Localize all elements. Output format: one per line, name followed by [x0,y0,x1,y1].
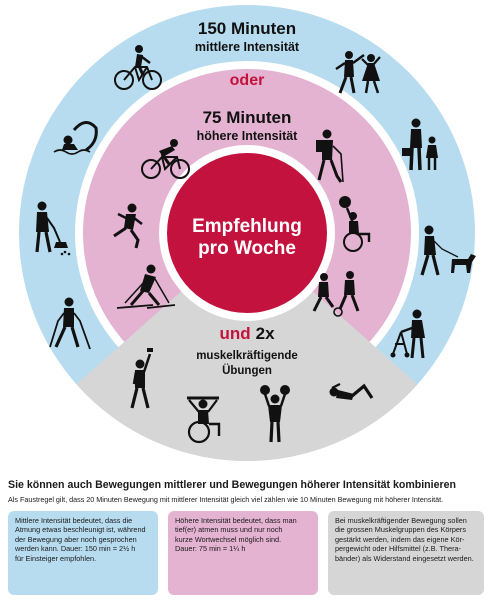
strength-line-2: Übungen [222,364,272,377]
combination-headline: Sie können auch Bewegungen mittlerer und… [8,479,456,491]
dancing-couple-icon [335,51,381,94]
nordic-walker-icon [49,297,91,350]
strength-line: Bei muskelkräftigender Bewegung sollen [335,516,467,525]
dumbbell-lifter-icon [130,348,153,409]
cross-country-skier-icon [116,264,176,309]
moderate-line: Mittlere Intensität bedeutet, dass die [15,516,133,525]
moderate-line: der Bewegung aber noch gesprochen [15,534,137,544]
sweeping-person-icon [35,201,71,256]
vigorous-line: kurze Wortwechsel möglich sind. [175,534,282,544]
center-line-2: pro Woche [198,238,296,259]
vigorous-intensity-box: Höhere Intensität bedeutet, dass man tie… [168,511,318,595]
sit-up-icon [329,383,374,400]
strength-line: gestärkt werden, indem das eigene Kör- [335,534,465,544]
moderate-line: Atmung etwas beschleunigt ist, während [15,525,146,535]
center-line-1: Empfehlung [192,216,302,237]
weightlifter-icon [260,385,290,443]
strength-sector [19,233,475,461]
rule-of-thumb: Als Faustregel gilt, dass 20 Minuten Bew… [8,495,444,504]
middle-subtitle: höhere Intensität [197,129,299,143]
swimmer-icon [53,121,98,155]
moderate-line: werden kann. Dauer: 150 min = 2½ h [15,544,136,554]
resistance-band-wheelchair-icon [187,396,221,444]
moderate-intensity-box: Mittlere Intensität bedeutet, dass die A… [8,511,158,595]
walking-family-icon [402,118,438,171]
cyclist-icon [114,45,162,90]
strength-line: bänder) als Widerstand eingesetzt werden… [335,553,474,563]
soccer-players-icon [312,271,360,317]
dog-walker-icon [420,225,476,276]
vigorous-line: Dauer: 75 min = 1¼ h [175,544,246,554]
center-circle [167,153,327,313]
walker-with-rollator-icon [390,309,425,359]
vigorous-line: Höhere Intensität bedeutet, dass man [175,516,297,525]
strength-line-1: muskelkräftigende [196,350,298,362]
wheelchair-basketball-icon [339,196,371,252]
strength-line: pergewicht oder Hilfsmittel (z.B. Thera- [335,544,461,554]
outer-title: 150 Minuten [198,19,296,38]
runner-icon [113,203,143,249]
strength-and: und [219,324,250,343]
or-label: oder [230,72,265,89]
strength-heading: und 2x [219,324,275,343]
hiker-icon [316,129,344,183]
moderate-line: für Einsteiger empfohlen. [15,553,97,563]
activity-wheel: 150 Minuten mittlere Intensität oder 75 … [19,5,476,461]
outer-subtitle: mittlere Intensität [195,40,300,54]
strength-count: 2x [256,324,275,343]
middle-title: 75 Minuten [203,108,292,127]
strength-training-box: Bei muskelkräftigender Bewegung sollen d… [328,511,484,595]
racing-cyclist-icon [141,139,190,179]
strength-line: die grossen Muskelgruppen des Körpers [335,525,467,535]
vigorous-line: tief(er) atmen muss und nur noch [175,525,283,535]
